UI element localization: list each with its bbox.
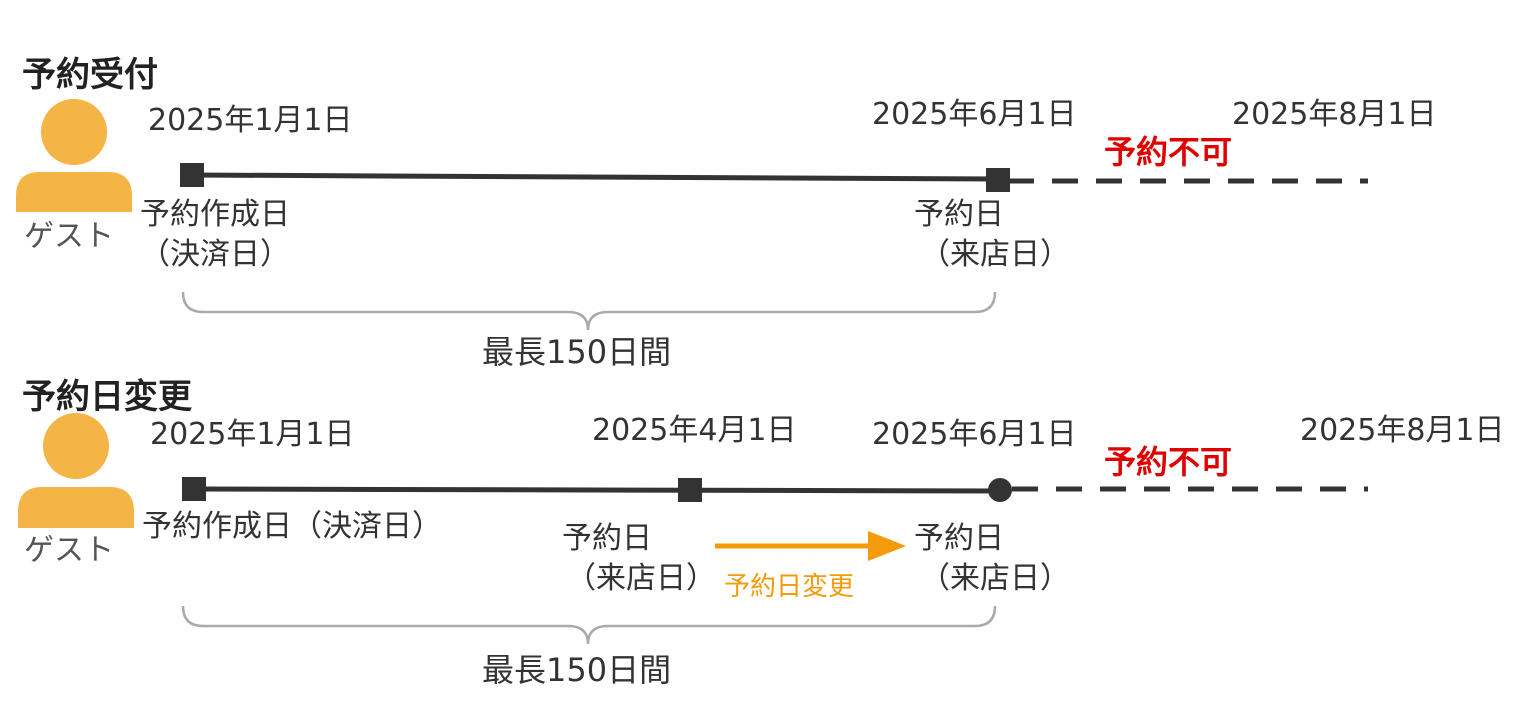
- person-icon: [16, 99, 132, 212]
- not-allowed-label: 予約不可: [1104, 133, 1233, 171]
- booking-window-line: [193, 486, 1001, 494]
- date-end: 2025年8月1日: [1300, 413, 1505, 448]
- reservation-date-sublabel: （来店日）: [920, 237, 1070, 272]
- change-arrow-head: [868, 531, 906, 561]
- not-allowed-label: 予約不可: [1104, 443, 1233, 481]
- booking-window-line: [191, 172, 999, 182]
- span-brace: [181, 291, 997, 331]
- span-label: 最長150日間: [482, 333, 672, 371]
- original-reservation-label: 予約日: [562, 521, 652, 556]
- reservation-date-label: 予約日: [914, 197, 1004, 232]
- creation-date-label: 予約作成日: [140, 197, 290, 232]
- span-label: 最長150日間: [482, 651, 672, 689]
- date-reservation: 2025年6月1日: [872, 97, 1077, 132]
- new-reservation-sublabel: （来店日）: [920, 561, 1070, 596]
- creation-date-sublabel: （決済日）: [140, 237, 290, 272]
- section-title-booking: 予約受付: [22, 55, 158, 95]
- span-brace: [181, 605, 997, 645]
- creation-date-marker: [182, 477, 206, 501]
- guest-label: ゲスト: [24, 533, 114, 568]
- person-icon: [18, 413, 134, 528]
- creation-date-label: 予約作成日（決済日）: [142, 509, 442, 544]
- new-reservation-marker: [988, 478, 1012, 502]
- section-title-change: 予約日変更: [22, 377, 192, 417]
- creation-date-marker: [180, 163, 204, 187]
- date-start: 2025年1月1日: [150, 417, 355, 452]
- date-new: 2025年6月1日: [872, 417, 1077, 452]
- change-label: 予約日変更: [724, 572, 855, 602]
- guest-label: ゲスト: [24, 219, 114, 254]
- date-original: 2025年4月1日: [592, 413, 797, 448]
- date-end: 2025年8月1日: [1232, 97, 1437, 132]
- new-reservation-label: 予約日: [914, 521, 1004, 556]
- date-start: 2025年1月1日: [148, 103, 353, 138]
- reservation-date-marker: [986, 168, 1010, 192]
- original-reservation-sublabel: （来店日）: [566, 561, 716, 596]
- original-reservation-marker: [678, 478, 702, 502]
